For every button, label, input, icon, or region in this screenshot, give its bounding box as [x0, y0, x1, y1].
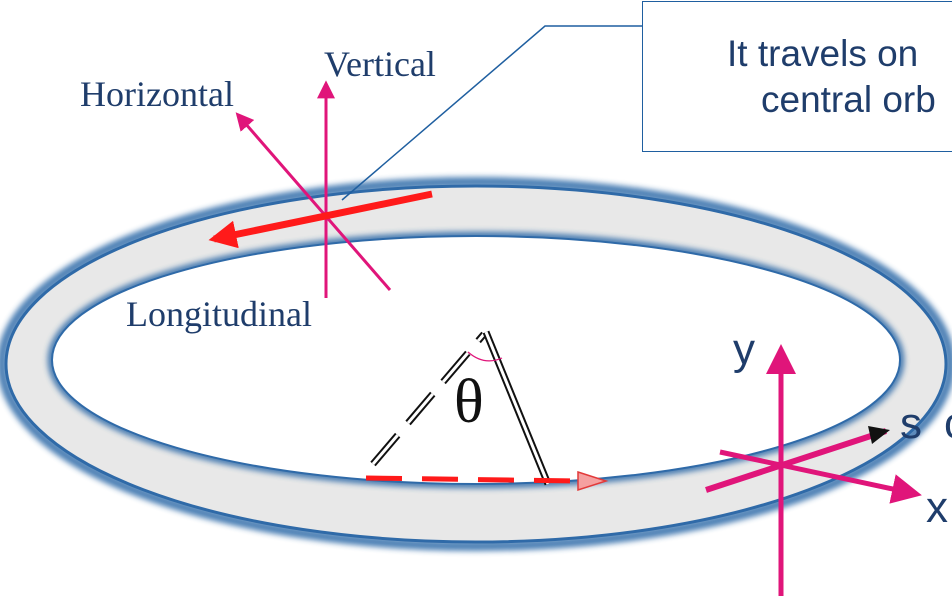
x-axis-label: x — [926, 483, 948, 532]
longitudinal-beam-arrow — [208, 190, 433, 249]
orbit-arc-arrow — [365, 475, 579, 484]
s-axis-arrowhead — [868, 426, 890, 444]
radius-line-b-inner — [484, 331, 550, 485]
vertical-label: Vertical — [324, 44, 436, 84]
callout-pointer-line — [341, 25, 642, 201]
theta-angle: θ — [365, 330, 609, 492]
s-axis-label-cut: c — [944, 399, 952, 448]
y-axis-label: y — [733, 325, 755, 374]
x-axis-arrow — [719, 449, 922, 504]
horizontal-axis-arrow — [235, 112, 392, 291]
callout-box: It travels on central orb — [642, 1, 952, 152]
radius-line-a-inner — [371, 333, 486, 465]
local-coordinate-frame: y s c x — [705, 325, 952, 596]
horizontal-label: Horizontal — [80, 74, 234, 114]
angle-arc — [467, 351, 503, 362]
callout-line-2: central orb — [761, 79, 936, 120]
s-axis-arrow — [705, 428, 887, 493]
callout-line-1: It travels on — [727, 33, 919, 74]
theta-label: θ — [454, 368, 484, 436]
storage-ring — [0, 177, 952, 551]
longitudinal-label: Longitudinal — [126, 294, 312, 334]
upper-coordinate-frame: Vertical Horizontal Longitudinal — [80, 44, 436, 334]
orbit-arc-arrowhead — [577, 470, 609, 492]
s-axis-label: s — [900, 399, 922, 448]
